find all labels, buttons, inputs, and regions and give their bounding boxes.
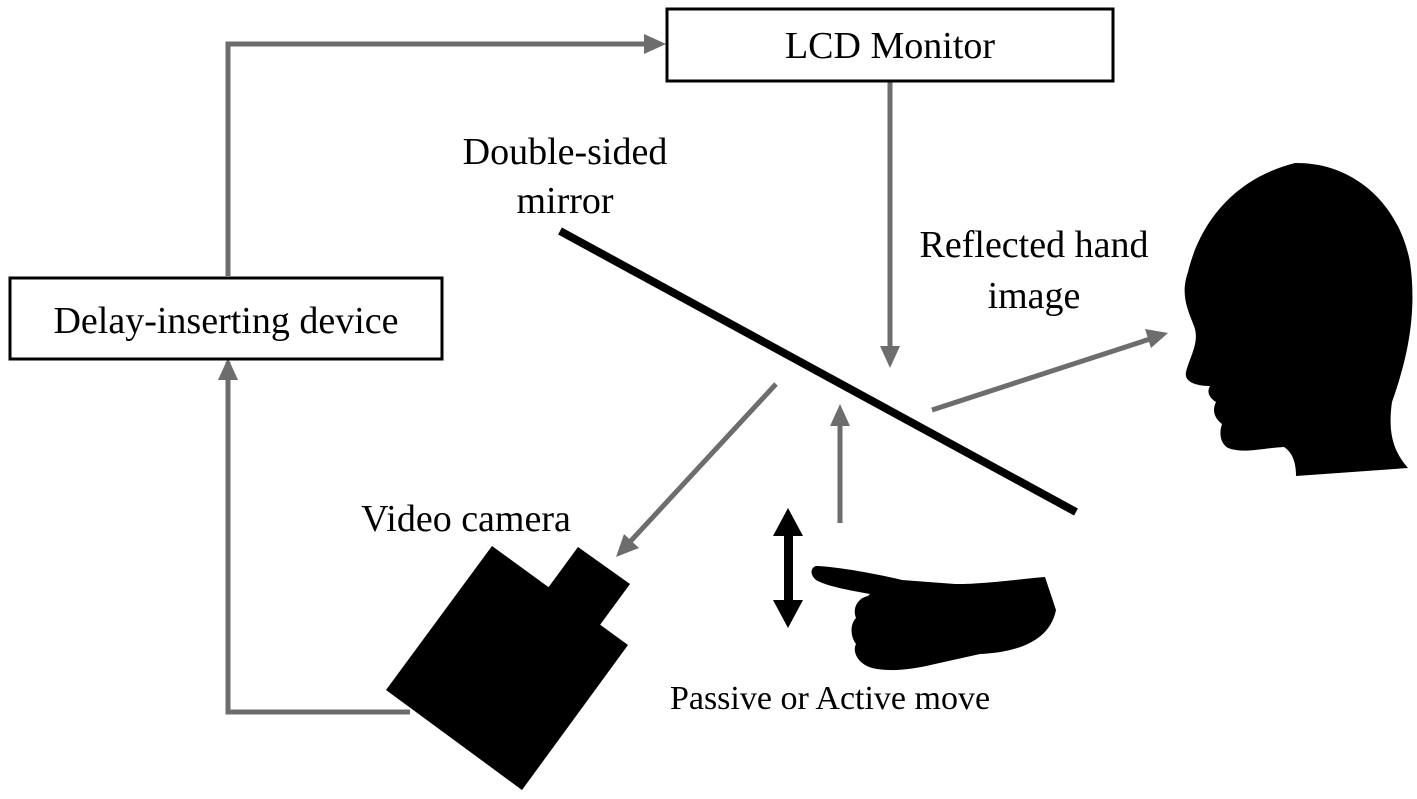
mirror-label-line1: Double-sided: [463, 131, 668, 173]
arrowhead-hand-to-mirror: [830, 404, 850, 426]
lcd-monitor-label: LCD Monitor: [785, 25, 995, 67]
arrow-delay-to-monitor: [225, 41, 650, 276]
lcd-monitor-box: LCD Monitor: [665, 7, 1115, 83]
move-label: Passive or Active move: [670, 680, 990, 717]
arrowhead-delay-to-monitor: [644, 34, 666, 54]
arrow-camera-to-delay: [225, 362, 410, 715]
arrowhead-mirror-to-head: [1145, 329, 1168, 348]
delay-device-box: Delay-inserting device: [8, 276, 444, 361]
double-arrow-vertical-icon: [773, 508, 803, 628]
head-silhouette-icon: [1184, 162, 1413, 476]
reflected-label-line2: image: [988, 275, 1081, 317]
pointing-hand-icon: [811, 566, 1056, 671]
arrow-mirror-to-camera: [626, 382, 778, 546]
mirror-label-line2: mirror: [516, 180, 613, 222]
arrowhead-camera-to-delay: [218, 358, 238, 380]
arrowhead-mirror-to-camera: [616, 534, 639, 557]
reflected-label-line1: Reflected hand: [920, 224, 1149, 266]
flow-arrows: [218, 34, 1168, 715]
delay-device-label: Delay-inserting device: [53, 300, 398, 342]
double-sided-mirror: [558, 227, 1078, 516]
video-camera-label: Video camera: [361, 498, 571, 540]
arrow-mirror-to-head: [931, 336, 1151, 413]
arrowhead-monitor-to-mirror: [880, 346, 900, 368]
video-camera-icon: [386, 546, 630, 790]
